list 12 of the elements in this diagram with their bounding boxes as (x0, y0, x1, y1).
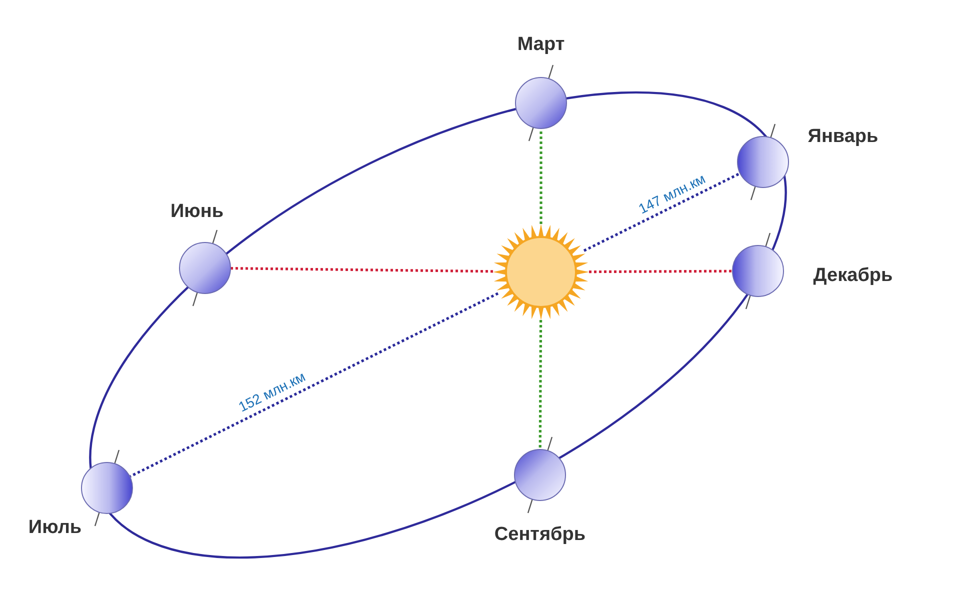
month-label: Июнь (170, 201, 224, 223)
month-label: Июль (28, 517, 82, 539)
planet-circle (515, 77, 567, 129)
month-label: Январь (808, 126, 878, 148)
planet-circle (514, 449, 566, 501)
month-label: Сентябрь (494, 524, 586, 546)
month-label: Март (517, 34, 565, 56)
planet-circle (737, 136, 789, 188)
planet-circle (81, 462, 133, 514)
month-label: Декабрь (813, 265, 893, 287)
planet-circle (732, 245, 784, 297)
planet-circle (179, 242, 231, 294)
